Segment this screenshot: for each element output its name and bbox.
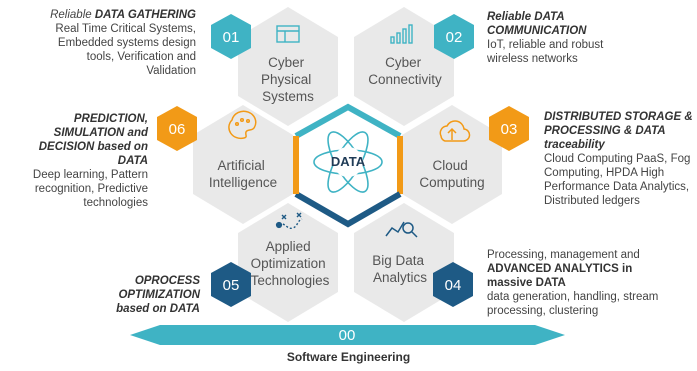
window-icon: [276, 25, 300, 43]
hex-artificial-intelligence: [193, 105, 293, 224]
hex-cyber-connectivity: [354, 7, 454, 126]
badge-04: 04: [433, 262, 473, 307]
note-06-lead: SIMULATION and: [53, 127, 148, 139]
svg-text:05: 05: [223, 277, 240, 294]
palette-icon: [228, 110, 257, 140]
hex-title-01: Cyber Physical Systems: [261, 55, 315, 104]
footer-label: Software Engineering: [286, 350, 411, 364]
note-06-lead: PREDICTION,: [73, 113, 148, 125]
badge-06: 06: [157, 106, 197, 151]
note-04-line: data generation, handling, stream: [487, 291, 659, 303]
note-03: DISTRIBUTED STORAGE & PROCESSING & DATA …: [544, 110, 696, 208]
route-icon: [275, 212, 303, 230]
note-02-line: IoT, reliable and robust: [487, 39, 604, 51]
note-03-line: Performance Data Analytics,: [544, 181, 690, 193]
note-05-lead: based on DATA: [116, 303, 200, 315]
badge-03: 03: [489, 106, 529, 151]
note-06-line: technologies: [83, 197, 148, 209]
note-05: OPROCESS OPTIMIZATION based on DATA: [0, 274, 200, 316]
hex-cloud-computing: [402, 105, 502, 224]
hex-title-06: Artificial Intelligence: [209, 158, 277, 190]
note-01-lead-caps: DATA GATHERING: [94, 9, 196, 21]
note-05-lead: OPROCESS: [134, 275, 200, 287]
note-06-lead: DATA: [117, 155, 148, 167]
footer-number: 00: [339, 327, 356, 344]
note-01-line: Embedded systems design: [57, 37, 196, 49]
badge-01: 01: [211, 14, 251, 59]
center-border-navy: [294, 191, 402, 228]
note-03-lead: DISTRIBUTED STORAGE &: [544, 111, 693, 123]
badge-05: 05: [211, 262, 251, 307]
note-03-line: Distributed ledgers: [544, 195, 640, 207]
hex-cyber-physical: [238, 7, 338, 126]
note-01-line: tools, Verification and: [86, 51, 196, 63]
note-04-pre: Processing, management and: [487, 249, 640, 261]
note-01-line: Real Time Critical Systems,: [55, 23, 196, 35]
note-02-lead-caps: COMMUNICATION: [487, 25, 587, 37]
note-01: Reliable DATA GATHERING Real Time Critic…: [0, 8, 196, 78]
note-06-lead: DECISION based on: [38, 141, 148, 153]
hex-big-data: [354, 203, 454, 322]
svg-text:01: 01: [223, 29, 240, 46]
note-01-lead: Reliable: [50, 9, 95, 21]
svg-text:03: 03: [501, 121, 518, 138]
note-06: PREDICTION, SIMULATION and DECISION base…: [0, 112, 148, 210]
hex-applied-optimization: [238, 203, 338, 322]
note-04-lead: massive DATA: [487, 277, 566, 289]
svg-text:04: 04: [445, 277, 462, 294]
note-03-line: Cloud Computing PaaS, Fog: [544, 153, 691, 165]
note-06-line: Deep learning, Pattern: [32, 169, 148, 181]
center-border-teal: [294, 103, 402, 139]
hex-title-04: Big Data Analytics: [372, 253, 428, 285]
center-label: DATA: [331, 154, 366, 169]
note-04-line: processing, clustering: [487, 305, 599, 317]
software-engineering-bar: [130, 325, 565, 345]
cloud-upload-icon: [439, 120, 471, 142]
note-05-lead: OPTIMIZATION: [118, 289, 200, 301]
signal-bars-icon: [390, 24, 413, 44]
note-04-lead: ADVANCED ANALYTICS in: [487, 263, 633, 275]
hex-title-03: Cloud Computing: [419, 158, 484, 190]
note-06-line: recognition, Predictive: [34, 183, 148, 195]
svg-text:02: 02: [446, 29, 463, 46]
svg-text:06: 06: [169, 121, 186, 138]
hex-title-05: Applied Optimization Technologies: [251, 239, 330, 288]
hex-title-02: Cyber Connectivity: [368, 55, 442, 87]
analytics-magnifier-icon: [385, 221, 418, 238]
note-02-lead: Reliable DATA: [487, 11, 565, 23]
note-02-line: wireless networks: [487, 53, 578, 65]
note-04: Processing, management and ADVANCED ANAL…: [487, 248, 695, 318]
note-01-line: Validation: [146, 65, 196, 77]
badge-02: 02: [434, 14, 474, 59]
note-03-lead: PROCESSING & DATA: [544, 125, 666, 137]
note-02: Reliable DATA COMMUNICATION IoT, reliabl…: [487, 10, 687, 66]
note-03-lead: traceability: [544, 139, 605, 151]
note-03-line: Computing, HPDA High: [544, 167, 665, 179]
